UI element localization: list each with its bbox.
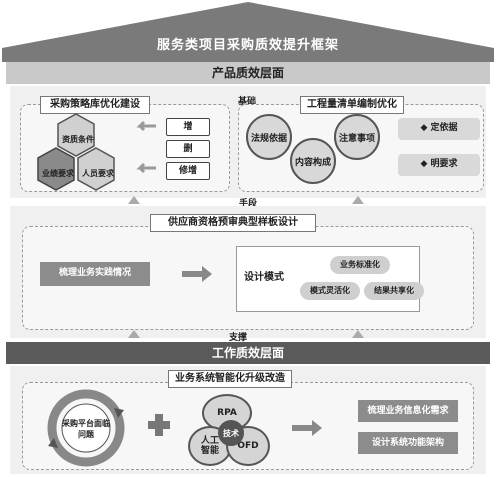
bill-title: 工程量清单编制优化	[300, 96, 404, 114]
arrow-up-left-2	[128, 330, 140, 338]
means-label: 手段	[238, 199, 257, 209]
architecture-box: 设计系统功能架构	[358, 432, 458, 454]
design-title: 供应商资格预审典型样板设计	[150, 214, 316, 232]
framework-title: 服务类项目采购质效提升框架	[156, 38, 339, 53]
modify-button: 修增	[166, 162, 210, 180]
problem-label: 采购平台面临问题	[62, 419, 110, 439]
content-circle: 内容构成	[290, 138, 336, 184]
basis-icon: ◆	[420, 123, 431, 133]
arrow-up-left-1	[128, 196, 140, 204]
roof-banner	[2, 2, 494, 62]
basis-pill: ◆ 定依据	[398, 118, 480, 140]
content-label: 内容构成	[294, 157, 331, 168]
mode-box	[236, 246, 420, 312]
requirement-pill: ◆ 明要求	[398, 154, 480, 176]
mode-title: 设计模式	[244, 272, 284, 283]
sharing-bubble: 结果共享化	[364, 282, 424, 300]
delete-button: 删	[166, 140, 210, 158]
right-arrow-icon	[182, 266, 212, 282]
basis-label: 定依据	[430, 123, 458, 133]
add-button: 增	[166, 118, 210, 136]
notes-circle: 注意事项	[334, 114, 380, 160]
flexibility-bubble: 模式灵活化	[300, 282, 360, 300]
performance-label: 业绩要求	[42, 169, 74, 178]
hexagon-personnel	[77, 147, 115, 191]
personnel-label: 人员要求	[82, 169, 114, 178]
hexagon-qualification	[57, 113, 95, 157]
arrow-up-right-2	[352, 330, 364, 338]
ai-label: 人工智能	[200, 436, 219, 456]
needs-box: 梳理业务信息化需求	[358, 400, 458, 422]
problem-cycle-ring	[47, 389, 125, 467]
upgrade-title: 业务系统智能化升级改造	[168, 370, 292, 388]
product-layer-band: 产品质效层面	[6, 62, 490, 84]
standardization-bubble: 业务标准化	[330, 256, 390, 274]
tech-center-label: 技术	[223, 428, 239, 438]
strategy-title: 采购策略库优化建设	[40, 96, 150, 114]
arrow-up-right-1	[352, 196, 364, 204]
qualification-label: 资质条件	[62, 135, 94, 144]
regulation-label: 法规依据	[250, 133, 287, 144]
strategy-hexagons	[37, 113, 115, 191]
requirement-label: 明要求	[430, 159, 458, 169]
tech-center: 技术	[218, 420, 244, 446]
work-layer-title: 工作质效层面	[211, 346, 284, 360]
rpa-label: RPA	[217, 408, 237, 418]
practice-box: 梳理业务实践情况	[40, 262, 150, 286]
product-layer-title: 产品质效层面	[211, 66, 284, 80]
plus-icon	[148, 414, 170, 436]
right-arrow-icon-2	[292, 420, 322, 436]
ofd-label: OFD	[237, 441, 259, 451]
support-label: 支撑	[228, 333, 247, 343]
notes-label: 注意事项	[338, 133, 375, 144]
foundation-label: 基础	[237, 97, 256, 107]
hexagon-performance	[37, 147, 75, 191]
work-layer-band: 工作质效层面	[6, 342, 490, 364]
requirement-icon: ◆	[420, 159, 431, 169]
cycle-arrows	[136, 120, 156, 174]
regulation-circle: 法规依据	[246, 114, 292, 160]
